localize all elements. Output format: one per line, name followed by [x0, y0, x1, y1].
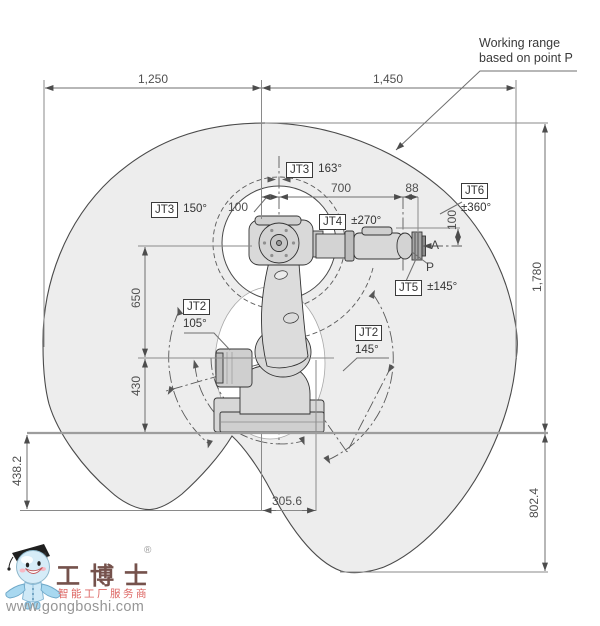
jt2-inner-box: JT2	[183, 299, 211, 315]
jt3-outer-label: JT3 150°	[151, 202, 207, 218]
point-p-label: P	[426, 260, 435, 274]
working-range-note: Working range based on point P	[479, 36, 573, 66]
dim-802-4: 802.4	[527, 487, 541, 519]
jt5-label: JT5 ±145°	[395, 280, 457, 296]
dim-305-6: 305.6	[271, 494, 303, 508]
jt3-outer-box: JT3	[151, 202, 179, 218]
leader-lines	[184, 70, 577, 372]
jt5-angle: ±145°	[427, 281, 458, 293]
registered-mark: ®	[144, 545, 152, 556]
point-a-label: A	[431, 238, 440, 252]
dim-1780: 1,780	[530, 261, 544, 293]
working-range-note-line2: based on point P	[479, 51, 573, 65]
dim-438-2: 438.2	[10, 455, 24, 487]
jt4-angle: ±270°	[351, 215, 382, 227]
logo-url: www.gongboshi.com	[6, 599, 145, 615]
working-range-note-line1: Working range	[479, 36, 561, 50]
elbow-bolts	[262, 228, 296, 258]
dim-100-offset: 100	[228, 200, 249, 214]
jt3-inner-label: JT3 163°	[286, 162, 342, 178]
jt6-label: JT6 ±360°	[461, 183, 491, 216]
dim-100-wrist: 100	[445, 209, 459, 231]
jt4-box: JT4	[319, 214, 347, 230]
robot-silhouette	[213, 215, 426, 433]
dim-650: 650	[129, 287, 143, 309]
jt5-box: JT5	[395, 280, 423, 296]
jt2-outer-angle: 145°	[355, 344, 379, 356]
dim-1250: 1,250	[137, 72, 169, 86]
dim-700: 700	[330, 181, 352, 195]
logo-brand-text: 工博士	[56, 563, 158, 590]
dim-430: 430	[129, 375, 143, 397]
jt3-outer-angle: 150°	[183, 203, 207, 215]
logo-tagline: 智能工厂服务商	[58, 588, 149, 600]
jt4-label: JT4 ±270°	[319, 214, 381, 230]
dimension-lines	[20, 70, 577, 573]
jt2-inner-angle: 105°	[183, 318, 207, 330]
jt3-inner-angle: 163°	[318, 163, 342, 175]
jt2-inner-label: JT2 105°	[183, 299, 211, 332]
jt2-outer-label: JT2 145°	[355, 325, 383, 358]
jt6-box: JT6	[461, 183, 489, 199]
dim-1450: 1,450	[372, 72, 404, 86]
jt3-inner-box: JT3	[286, 162, 314, 178]
working-range-leader	[395, 70, 577, 151]
jt2-outer-box: JT2	[355, 325, 383, 341]
jt6-angle: ±360°	[461, 202, 492, 214]
sweep-arrowheads	[167, 176, 395, 464]
dim-88: 88	[405, 181, 419, 195]
mascot-logo	[5, 544, 61, 610]
